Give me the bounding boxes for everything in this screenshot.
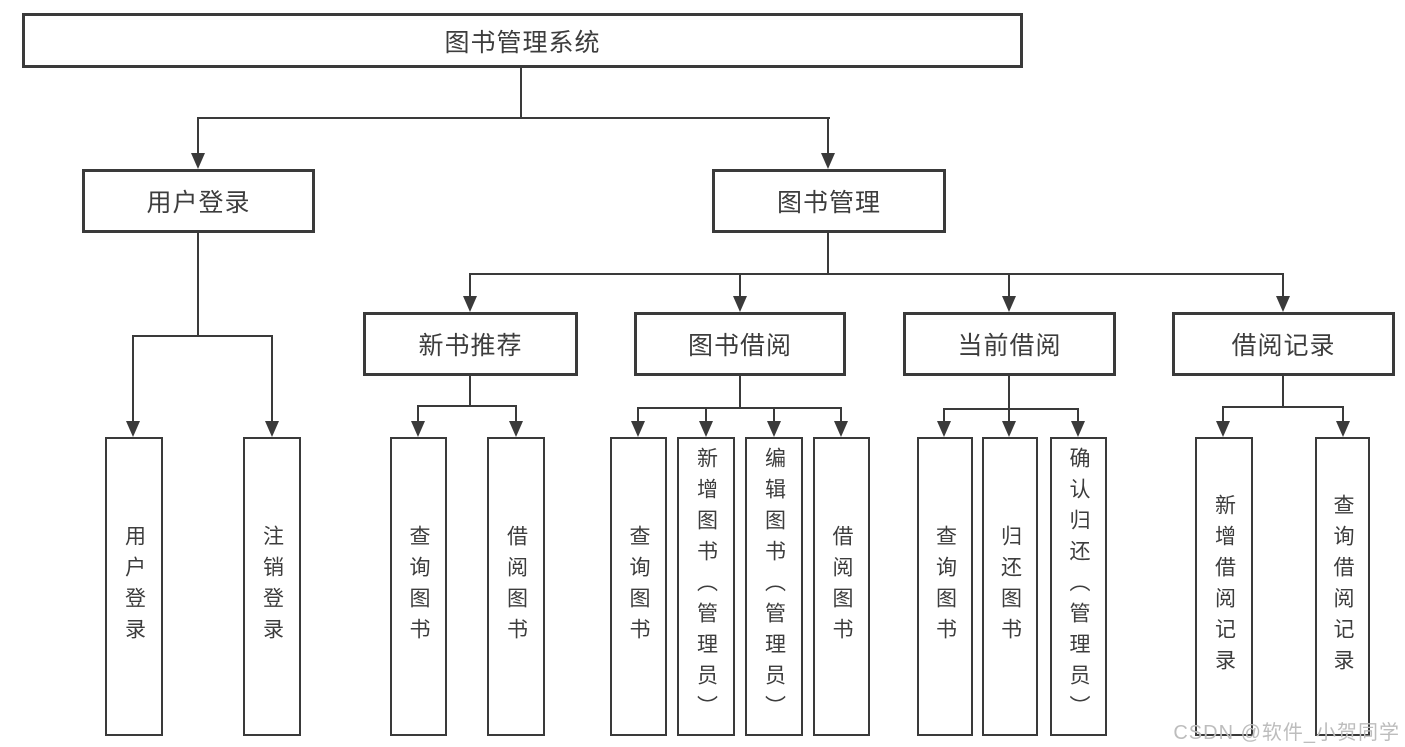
connector-line [637, 407, 842, 409]
connector-line [827, 117, 829, 155]
connector-line [132, 335, 273, 337]
node-user-login: 用户登录 [82, 169, 315, 233]
connector-line [637, 407, 639, 423]
leaf-query-books-borrowing: 查询图书 [610, 437, 667, 736]
leaf-confirm-return-admin: 确认归还（管理员） [1050, 437, 1107, 736]
leaf-confirm-return-admin-label: 确认归还（管理员） [1067, 447, 1090, 726]
connector-line [840, 407, 842, 423]
connector-line [705, 407, 707, 423]
arrowhead-icon [265, 421, 279, 437]
arrowhead-icon [1002, 296, 1016, 312]
connector-line [469, 376, 471, 406]
connector-line [1077, 408, 1079, 423]
connector-line [1222, 406, 1344, 408]
connector-line [943, 408, 1079, 410]
csdn-watermark: CSDN @软件_小贺同学 [1173, 722, 1400, 744]
node-user-login-label: 用户登录 [146, 189, 251, 217]
leaf-borrow-books: 借阅图书 [813, 437, 870, 736]
leaf-query-books-recommend: 查询图书 [390, 437, 447, 736]
arrowhead-icon [1002, 421, 1016, 437]
leaf-query-books-current: 查询图书 [917, 437, 973, 736]
leaf-borrow-books-recommend-label: 借阅图书 [504, 524, 528, 649]
connector-line [417, 405, 517, 407]
arrowhead-icon [1216, 421, 1230, 437]
arrowhead-icon [631, 421, 645, 437]
leaf-query-borrow-record-label: 查询借阅记录 [1331, 493, 1354, 680]
node-new-book-recommend: 新书推荐 [363, 312, 578, 376]
leaf-query-books-recommend-label: 查询图书 [407, 524, 430, 649]
arrowhead-icon [937, 421, 951, 437]
leaf-query-books-borrowing-label: 查询图书 [627, 524, 650, 649]
connector-line [271, 335, 273, 423]
leaf-add-borrow-record: 新增借阅记录 [1195, 437, 1253, 736]
connector-line [197, 117, 199, 155]
arrowhead-icon [767, 421, 781, 437]
node-book-management: 图书管理 [712, 169, 946, 233]
node-borrow-records: 借阅记录 [1172, 312, 1395, 376]
leaf-user-login-label: 用户登录 [122, 524, 146, 649]
arrowhead-icon [1071, 421, 1085, 437]
leaf-query-borrow-record: 查询借阅记录 [1315, 437, 1370, 736]
leaf-query-books-current-label: 查询图书 [933, 524, 957, 649]
leaf-edit-books-admin-label: 编辑图书（管理员） [762, 447, 786, 726]
leaf-add-books-admin-label: 新增图书（管理员） [694, 447, 718, 726]
leaf-return-books: 归还图书 [982, 437, 1038, 736]
node-book-borrowing: 图书借阅 [634, 312, 846, 376]
connector-line [417, 405, 419, 423]
node-book-management-label: 图书管理 [776, 189, 881, 217]
node-root-label: 图书管理系统 [444, 28, 601, 57]
node-book-borrowing-label: 图书借阅 [687, 332, 792, 360]
node-root: 图书管理系统 [22, 13, 1023, 68]
leaf-logout: 注销登录 [243, 437, 301, 736]
arrowhead-icon [834, 421, 848, 437]
connector-line [1008, 273, 1010, 298]
connector-line [739, 273, 741, 298]
connector-line [1008, 408, 1010, 423]
leaf-return-books-label: 归还图书 [998, 524, 1022, 649]
leaf-add-books-admin: 新增图书（管理员） [677, 437, 735, 736]
connector-line [469, 273, 471, 298]
leaf-add-borrow-record-label: 新增借阅记录 [1212, 493, 1236, 680]
connector-line [1282, 376, 1284, 407]
connector-line [469, 273, 1284, 275]
leaf-user-login: 用户登录 [105, 437, 163, 736]
arrowhead-icon [1336, 421, 1350, 437]
arrowhead-icon [1276, 296, 1290, 312]
connector-line [943, 408, 945, 423]
arrowhead-icon [411, 421, 425, 437]
arrowhead-icon [821, 153, 835, 169]
arrowhead-icon [191, 153, 205, 169]
connector-line [197, 117, 830, 119]
arrowhead-icon [733, 296, 747, 312]
leaf-edit-books-admin: 编辑图书（管理员） [745, 437, 803, 736]
leaf-logout-label: 注销登录 [260, 524, 284, 649]
connector-line [132, 335, 134, 423]
connector-line [1222, 406, 1224, 423]
connector-line [827, 233, 829, 274]
leaf-borrow-books-label: 借阅图书 [830, 524, 853, 649]
node-current-borrowing: 当前借阅 [903, 312, 1116, 376]
arrowhead-icon [699, 421, 713, 437]
arrowhead-icon [463, 296, 477, 312]
connector-line [773, 407, 775, 423]
connector-line [739, 376, 741, 408]
node-current-borrowing-label: 当前借阅 [957, 332, 1062, 360]
node-new-book-recommend-label: 新书推荐 [418, 332, 523, 360]
connector-line [515, 405, 517, 423]
connector-line [1282, 273, 1284, 298]
connector-line [520, 68, 522, 117]
connector-line [1342, 406, 1344, 423]
arrowhead-icon [509, 421, 523, 437]
connector-line [1008, 376, 1010, 409]
connector-line [197, 233, 199, 336]
arrowhead-icon [126, 421, 140, 437]
node-borrow-records-label: 借阅记录 [1231, 332, 1336, 360]
leaf-borrow-books-recommend: 借阅图书 [487, 437, 545, 736]
